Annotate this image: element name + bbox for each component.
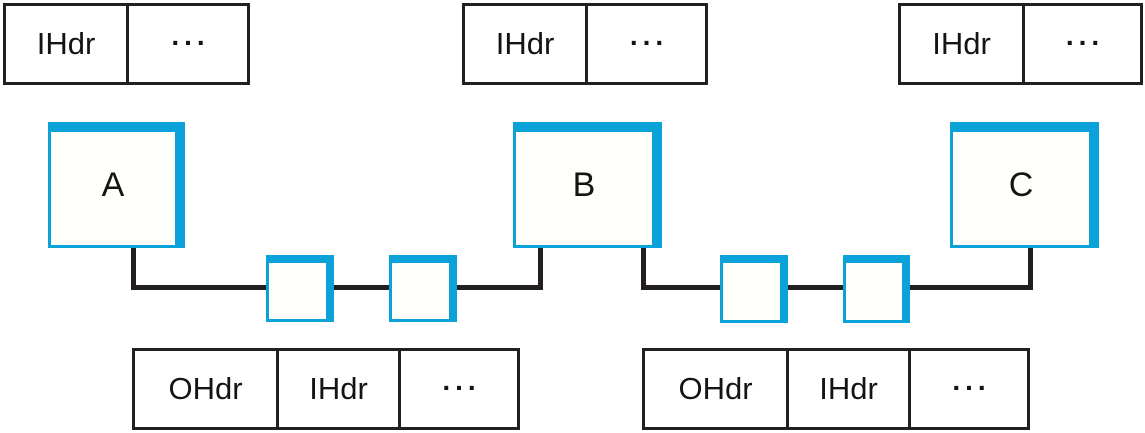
packet-field-ellipsis: ... xyxy=(585,6,705,82)
host-box-c: C xyxy=(950,122,1099,248)
packet-header-table-host-c: IHdr ... xyxy=(898,3,1143,85)
packet-field-ihdr: IHdr xyxy=(786,351,908,427)
packet-field-ohdr: OHdr xyxy=(645,351,786,427)
packet-field-ellipsis: ... xyxy=(398,351,517,427)
packet-field-ellipsis: ... xyxy=(126,6,247,82)
host-label: C xyxy=(1008,166,1034,204)
wire-host-b-left-drop xyxy=(538,247,543,290)
packet-field-ellipsis: ... xyxy=(908,351,1027,427)
packet-field-ihdr: IHdr xyxy=(276,351,398,427)
wire-host-c-drop xyxy=(1028,247,1033,290)
host-label: B xyxy=(572,166,596,204)
packet-field-ohdr: OHdr xyxy=(135,351,276,427)
packet-field-ihdr: IHdr xyxy=(465,6,585,82)
host-label: A xyxy=(101,166,125,204)
packet-header-table-link-ab: OHdr IHdr ... xyxy=(132,348,520,430)
packet-header-table-host-b: IHdr ... xyxy=(462,3,708,85)
packet-field-ellipsis: ... xyxy=(1022,6,1140,82)
packet-header-table-host-a: IHdr ... xyxy=(3,3,250,85)
switch-box-4 xyxy=(843,255,910,323)
wire-link-a-b xyxy=(131,285,543,290)
wire-host-b-right-drop xyxy=(641,247,646,290)
packet-field-ihdr: IHdr xyxy=(901,6,1022,82)
switch-box-2 xyxy=(389,255,457,322)
switch-box-3 xyxy=(720,255,788,323)
packet-field-ihdr: IHdr xyxy=(6,6,126,82)
packet-header-table-link-bc: OHdr IHdr ... xyxy=(642,348,1030,430)
host-box-a: A xyxy=(48,122,185,248)
host-box-b: B xyxy=(513,122,662,248)
wire-host-a-drop xyxy=(131,247,136,290)
wire-link-b-c xyxy=(641,285,1033,290)
switch-box-1 xyxy=(266,255,334,322)
